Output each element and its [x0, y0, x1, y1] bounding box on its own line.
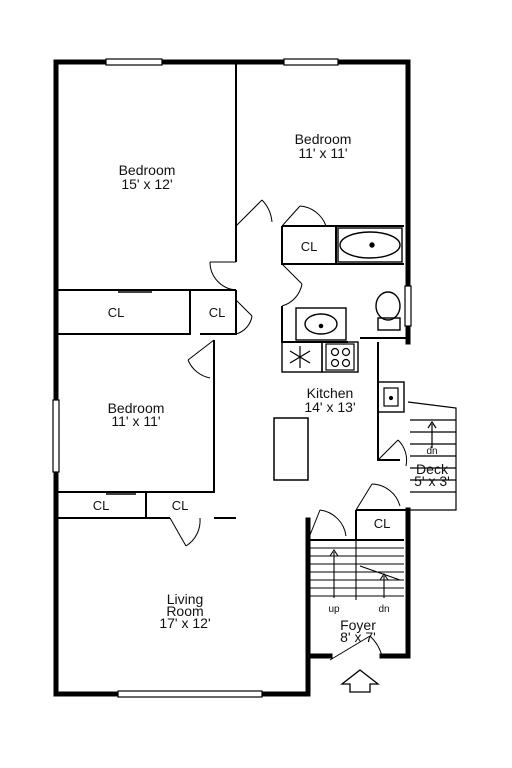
closet-label: CL: [374, 516, 391, 531]
room-size-living: 17' x 12': [159, 615, 210, 631]
toilet: [375, 291, 401, 331]
deck-stair-down-label: dn: [426, 446, 437, 457]
entry-arrow-icon: [340, 669, 380, 693]
kitchen-sink: [383, 387, 399, 407]
room-size-bedroom-1: 15' x 12': [121, 176, 172, 192]
exterior-walls: [53, 59, 411, 697]
bathtub: [337, 227, 403, 263]
room-name-bedroom-2: Bedroom: [295, 131, 352, 147]
interior-stairs: [310, 540, 404, 600]
room-name-living-line2: Room: [166, 603, 203, 619]
doors: [169, 199, 408, 661]
room-name-deck: Deck: [416, 461, 449, 477]
closet-label: CL: [172, 498, 189, 513]
room-size-kitchen: 14' x 13': [304, 399, 355, 415]
closet-label: CL: [209, 305, 226, 320]
closet-tracks: [72, 289, 152, 495]
room-name-living-line1: Living: [167, 591, 204, 607]
room-size-bedroom-2: 11' x 11': [298, 145, 347, 161]
interior-walls: [56, 62, 408, 656]
room-size-deck: 5' x 3': [414, 473, 450, 489]
closet-label: CL: [301, 239, 318, 254]
room-name-bedroom-3: Bedroom: [108, 400, 165, 416]
stove-icon: [325, 343, 355, 371]
stair-down-label: dn: [378, 604, 389, 615]
stair-up-label: up: [328, 604, 340, 615]
room-size-foyer: 8' x 7': [340, 629, 376, 645]
windows: [52, 58, 412, 698]
room-size-bedroom-3: 11' x 11': [111, 413, 160, 429]
room-name-bedroom-1: Bedroom: [119, 162, 176, 178]
closet-label: CL: [108, 305, 125, 320]
room-name-foyer: Foyer: [340, 617, 376, 633]
deck: [407, 401, 457, 511]
snowflake-icon: [289, 346, 311, 368]
room-name-kitchen: Kitchen: [307, 385, 354, 401]
kitchen-island: [273, 417, 309, 481]
closet-label: CL: [93, 498, 110, 513]
kitchen-counter: [281, 341, 405, 413]
bathroom-sink: [295, 307, 347, 341]
